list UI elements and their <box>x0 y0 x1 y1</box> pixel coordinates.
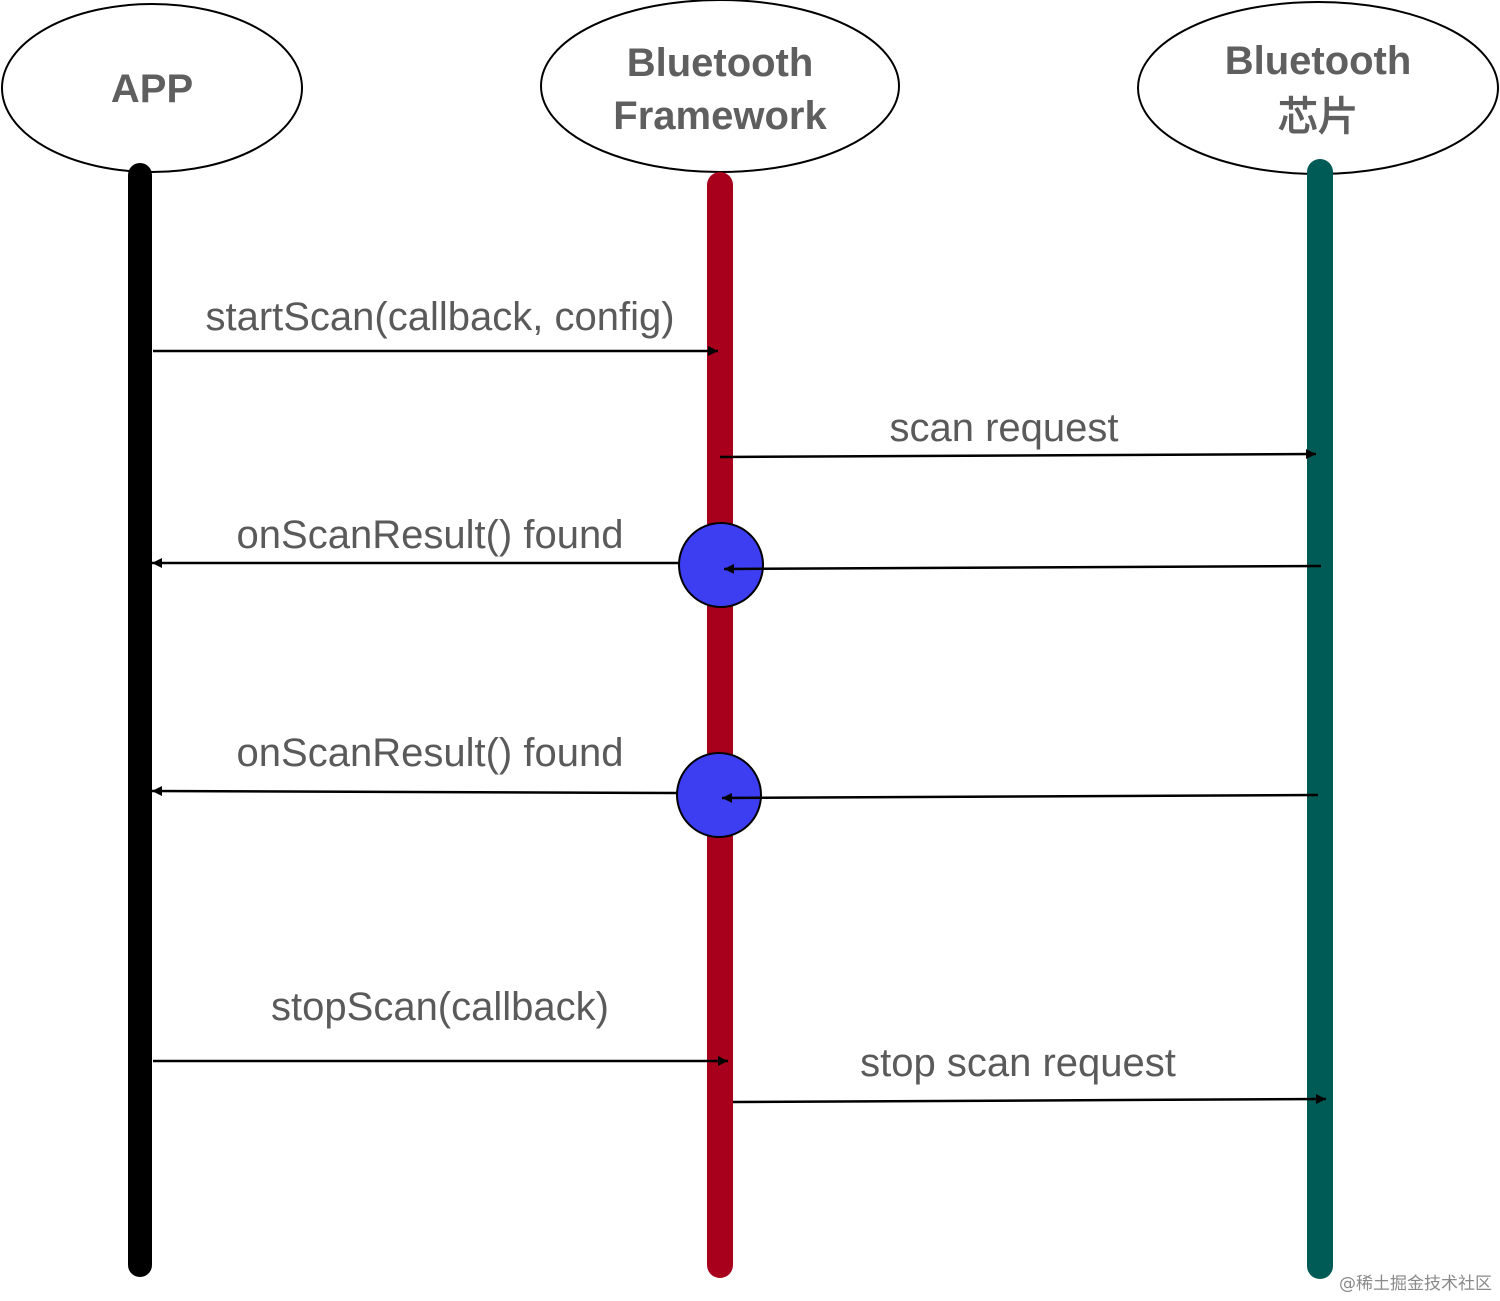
actor-framework-ellipse <box>540 0 900 173</box>
label-scan-request: scan request <box>889 406 1118 450</box>
message-result-2: onScanResult() found <box>151 731 1319 803</box>
arrow-stop-scan-request <box>732 1094 1327 1105</box>
activation-circle-2 <box>676 752 762 838</box>
actor-framework-title-line2: Framework <box>613 94 827 138</box>
actor-chip-ellipse <box>1137 1 1499 175</box>
activation-circle-1 <box>678 522 764 608</box>
label-start-scan: startScan(callback, config) <box>205 295 674 339</box>
actor-framework-title-line1: Bluetooth <box>627 41 814 85</box>
actor-app-ellipse <box>1 3 303 173</box>
message-stop-scan: stopScan(callback) <box>153 985 728 1066</box>
actor-chip-title-line2: 芯片 <box>1278 95 1358 139</box>
label-stop-scan-request: stop scan request <box>860 1041 1176 1085</box>
watermark-text: @稀土掘金技术社区 <box>1339 1274 1492 1294</box>
message-start-scan: startScan(callback, config) <box>153 295 718 356</box>
actor-chip: Bluetooth 芯片 <box>1137 1 1499 175</box>
actor-app-title: APP <box>111 67 193 111</box>
arrow-result-2-to-app <box>151 786 678 797</box>
message-scan-request: scan request <box>719 406 1317 460</box>
arrow-result-2-from-chip <box>721 792 1319 803</box>
arrow-scan-request <box>719 449 1317 460</box>
message-stop-scan-request: stop scan request <box>732 1041 1327 1105</box>
actor-framework: Bluetooth Framework <box>540 0 900 173</box>
arrow-result-1-from-chip <box>723 563 1322 574</box>
label-stop-scan: stopScan(callback) <box>271 985 609 1029</box>
actor-app: APP <box>1 3 303 173</box>
label-result-2: onScanResult() found <box>237 731 624 775</box>
actor-chip-title-line1: Bluetooth <box>1225 39 1412 83</box>
label-result-1: onScanResult() found <box>237 513 624 557</box>
message-result-1: onScanResult() found <box>152 513 1322 574</box>
